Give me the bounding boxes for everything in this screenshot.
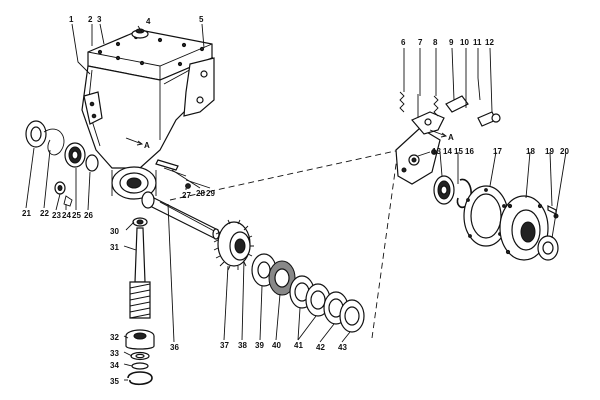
label-6: 6 [401,38,406,47]
assembly-axis-line [371,149,399,339]
worm-shaft-assembly [125,217,155,386]
label-28: 28 [196,189,205,198]
springs-and-pins [399,70,501,127]
washer-34 [131,362,149,370]
label-15: 15 [454,147,463,156]
label-19: 19 [545,147,554,156]
left-bearing-stack [25,120,99,207]
label-34: 34 [110,361,119,370]
label-26: 26 [84,211,93,220]
label-24: 24 [62,211,71,220]
label-17: 17 [493,147,502,156]
label-43: 43 [338,343,347,352]
spacer-shim-stack [251,253,365,333]
label-1: 1 [69,15,74,24]
part-number-labels: 1 2 3 4 5 6 7 8 9 10 11 12 13 14 15 16 1… [22,15,569,386]
small-pins [155,159,191,189]
main-shaft [141,191,220,240]
spring-8 [433,95,439,117]
pin-9 [445,95,469,113]
label-7: 7 [418,38,423,47]
label-29: 29 [206,189,215,198]
circlip-35 [127,371,153,386]
label-5: 5 [199,15,204,24]
label-33: 33 [110,349,119,358]
pin-11 [477,77,481,101]
label-36: 36 [170,343,179,352]
label-3: 3 [97,15,102,24]
gearbox-housing [81,28,215,200]
label-31: 31 [110,243,119,252]
label-30: 30 [110,227,119,236]
label-16: 16 [465,147,474,156]
shaft-31 [134,227,146,283]
label-14: 14 [443,147,452,156]
label-20: 20 [560,147,569,156]
seal-20 [537,235,559,261]
label-2: 2 [88,15,93,24]
label-8: 8 [433,38,438,47]
circlip-22 [43,128,65,156]
label-22: 22 [40,209,49,218]
label-18: 18 [526,147,535,156]
label-35: 35 [110,377,119,386]
label-40: 40 [272,341,281,350]
spur-gear-37 [213,219,254,271]
label-10: 10 [460,38,469,47]
label-21: 21 [22,209,31,218]
label-13: 13 [432,147,441,156]
right-bearing [433,175,472,209]
washer-24 [63,195,73,207]
label-42: 42 [316,343,325,352]
svg-text:A: A [448,133,454,142]
gasket-17 [463,185,509,247]
spring-6 [399,91,405,113]
label-23: 23 [52,211,61,220]
leader-lines [25,23,567,381]
label-39: 39 [255,341,264,350]
label-12: 12 [485,38,494,47]
label-11: 11 [473,38,482,47]
svg-text:A: A [144,141,150,150]
label-9: 9 [449,38,454,47]
label-32: 32 [110,333,119,342]
label-4: 4 [146,17,151,26]
marker-a-left: A [125,137,150,150]
label-37: 37 [220,341,229,350]
label-41: 41 [294,341,303,350]
marker-a-right: A [429,129,454,142]
label-38: 38 [238,341,247,350]
label-25: 25 [72,211,81,220]
ring-26 [85,154,99,172]
label-27: 27 [182,191,191,200]
